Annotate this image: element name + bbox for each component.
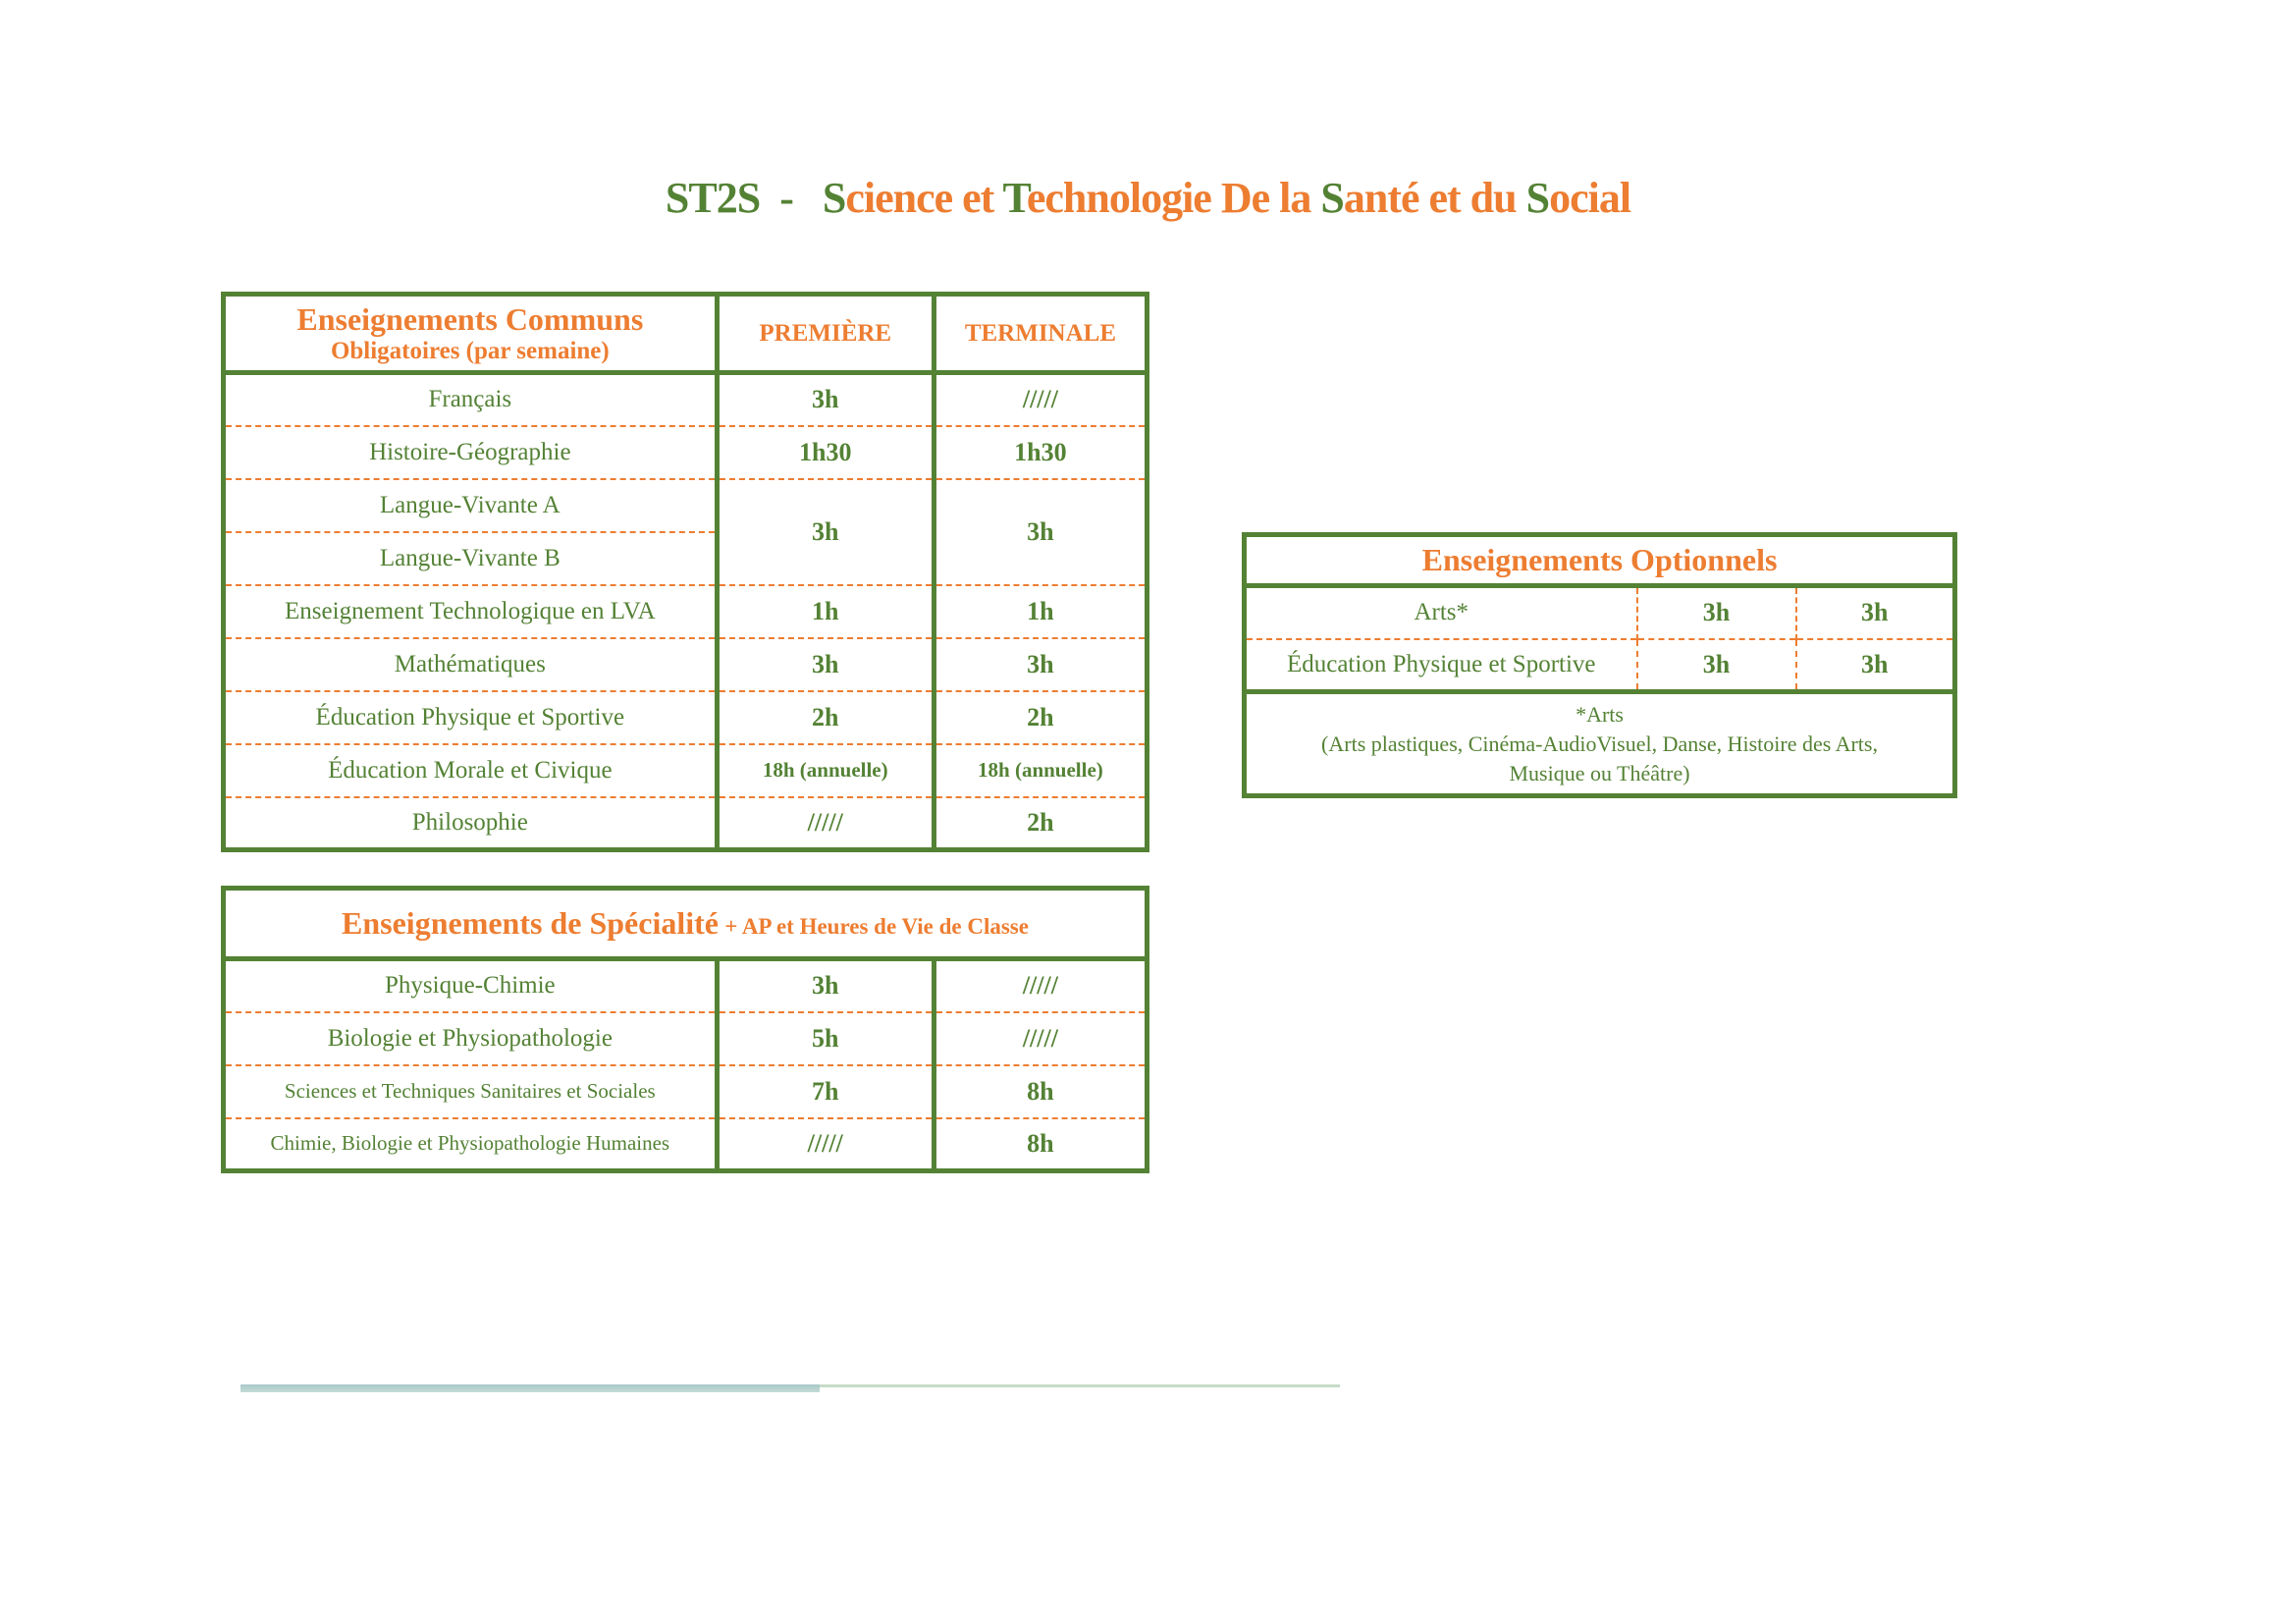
premiere-value: /////	[714, 795, 934, 850]
premiere-value: 18h (annuelle)	[714, 742, 934, 797]
title-dash: -	[779, 174, 794, 222]
page-title: ST2S - Science et Technologie De la Sant…	[0, 173, 2296, 223]
subject: Mathématiques	[223, 636, 718, 691]
col-terminale: TERMINALE	[931, 294, 1148, 375]
subject: Histoire-Géographie	[223, 424, 718, 479]
subject: Sciences et Techniques Sanitaires et Soc…	[223, 1063, 718, 1118]
subject: Philosophie	[223, 795, 718, 850]
note-line: Musique ou Théâtre)	[1509, 760, 1690, 785]
subject: Chimie, Biologie et Physiopathologie Hum…	[223, 1116, 718, 1171]
premiere-value: /////	[714, 1116, 934, 1171]
terminale-value: 18h (annuelle)	[931, 742, 1148, 797]
title-text: echnologie De la	[1026, 174, 1321, 222]
terminale-value: 3h	[1794, 585, 1955, 639]
title-initial: S	[822, 174, 847, 222]
title-initial: S	[1525, 174, 1551, 222]
col-premiere: PREMIÈRE	[714, 294, 934, 375]
premiere-value: 7h	[714, 1063, 934, 1118]
title-code: ST2S	[665, 174, 761, 222]
premiere-value: 1h	[714, 583, 934, 638]
subject: Éducation Physique et Sportive	[223, 689, 718, 744]
specialite-header: Enseignements de Spécialité + AP et Heur…	[223, 888, 1148, 961]
premiere-value: 1h30	[714, 424, 934, 479]
title-text: cience et	[845, 174, 1003, 222]
terminale-value: 8h	[931, 1063, 1148, 1118]
title-text: anté et du	[1343, 174, 1526, 222]
terminale-value: 2h	[931, 689, 1148, 744]
table-row: Philosophie/////2h	[223, 795, 1148, 850]
communs-subtitle: Obligatoires (par semaine)	[330, 338, 610, 364]
terminale-value: /////	[931, 958, 1148, 1012]
specialite-suffix: + AP et Heures de Vie de Classe	[724, 914, 1029, 939]
terminale-value: 3h	[931, 636, 1148, 691]
subject: Langue-Vivante B	[223, 530, 718, 585]
terminale-value: 3h	[1794, 637, 1955, 692]
table-row: Sciences et Techniques Sanitaires et Soc…	[223, 1063, 1148, 1118]
specialite-table: Enseignements de Spécialité + AP et Heur…	[221, 886, 1149, 1173]
subject: Physique-Chimie	[385, 972, 556, 1000]
note-title: *Arts	[1575, 701, 1624, 727]
terminale-value: 3h	[931, 477, 1148, 585]
table-row: Langue-Vivante B	[223, 530, 1148, 585]
premiere-value: 3h	[714, 636, 934, 691]
title-initial: S	[1320, 174, 1345, 222]
subject: Biologie et Physiopathologie	[223, 1010, 718, 1065]
optionnels-title: Enseignements Optionnels	[1244, 534, 1955, 588]
subject: Arts*	[1414, 599, 1469, 626]
table-row: Chimie, Biologie et Physiopathologie Hum…	[223, 1116, 1148, 1171]
premiere-value: 3h	[714, 958, 934, 1012]
scan-artifact-strip	[820, 1384, 1340, 1387]
subject: Français	[428, 386, 512, 413]
table-row: Français 3h/////	[224, 372, 1148, 426]
terminale-value: 1h	[931, 583, 1148, 638]
premiere-value: 3h	[714, 477, 934, 585]
subject: Éducation Morale et Civique	[223, 742, 718, 797]
arts-note: *Arts (Arts plastiques, Cinéma-AudioVisue…	[1244, 689, 1955, 796]
title-initial: T	[1002, 174, 1028, 222]
table-row: Physique-Chimie 3h/////	[224, 958, 1148, 1012]
terminale-value: 2h	[931, 795, 1148, 850]
note-line: (Arts plastiques, Cinéma-AudioVisuel, Da…	[1321, 731, 1878, 756]
specialite-title: Enseignements de Spécialité	[342, 905, 719, 941]
subject: Éducation Physique et Sportive	[1244, 637, 1637, 692]
premiere-value: 5h	[714, 1010, 934, 1065]
terminale-value: 8h	[931, 1116, 1148, 1171]
subject: Enseignement Technologique en LVA	[223, 583, 718, 638]
terminale-value: 1h30	[931, 424, 1148, 479]
scan-artifact-strip	[240, 1384, 820, 1392]
terminale-value: /////	[931, 372, 1148, 426]
premiere-value: 3h	[1635, 585, 1796, 639]
terminale-value: /////	[931, 1010, 1148, 1065]
communs-title: Enseignements Communs	[296, 301, 644, 337]
premiere-value: 2h	[714, 689, 934, 744]
title-text: ocial	[1549, 174, 1631, 222]
subject: Langue-Vivante A	[223, 477, 718, 532]
premiere-value: 3h	[714, 372, 934, 426]
premiere-value: 3h	[1635, 637, 1796, 692]
